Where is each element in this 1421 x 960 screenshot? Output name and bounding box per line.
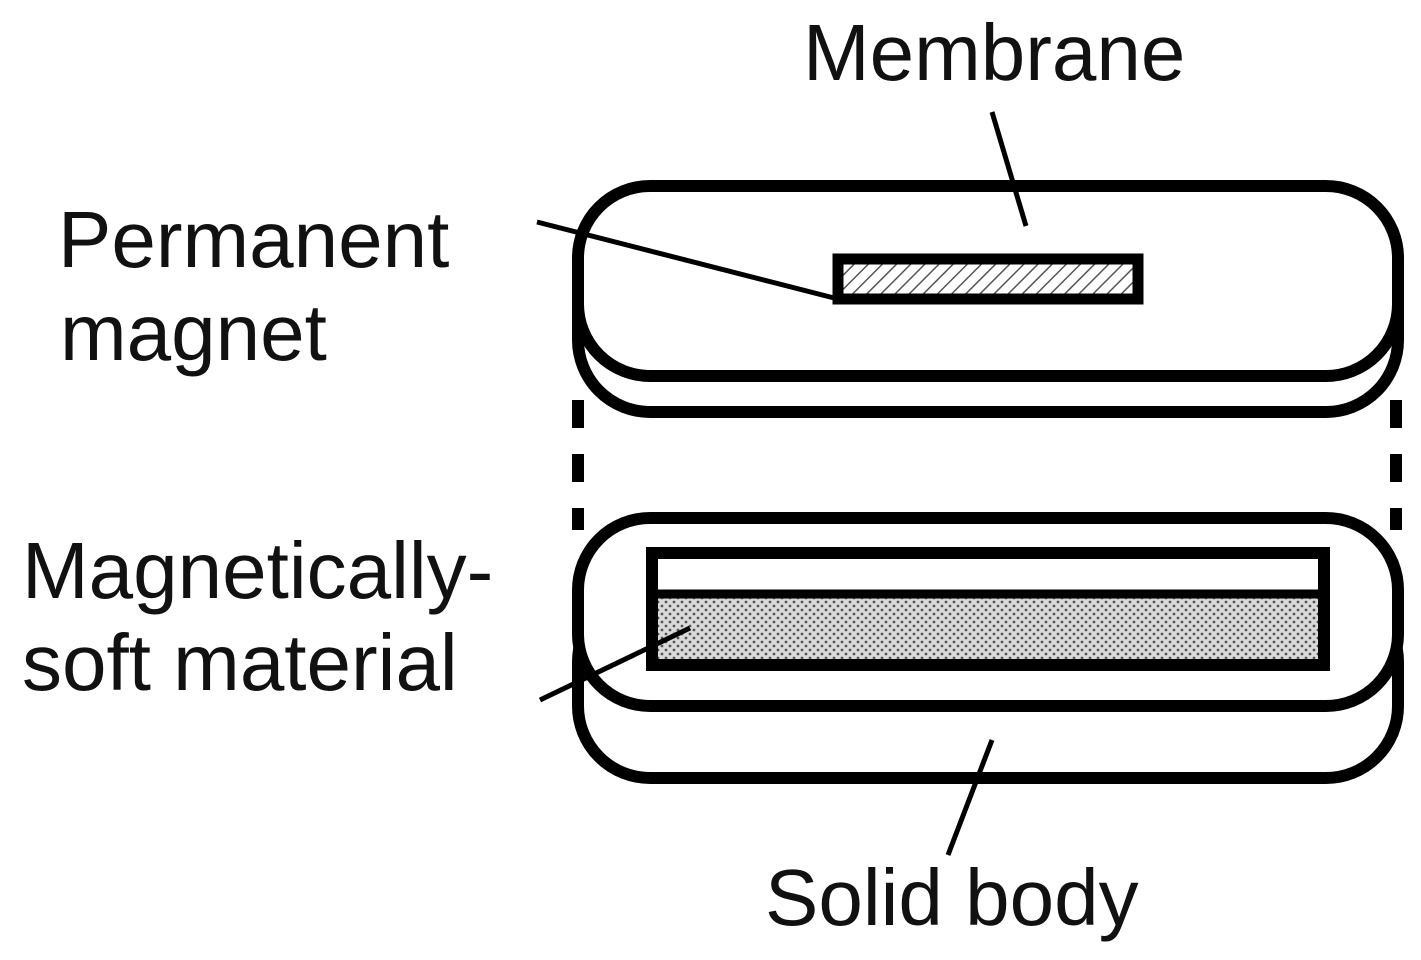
permanent-magnet-label-line1: Permanent bbox=[58, 195, 449, 284]
membrane-label: Membrane bbox=[803, 8, 1185, 97]
alignment-dashes bbox=[572, 400, 1402, 530]
membrane-leader-line bbox=[989, 111, 1029, 227]
permanent-magnet-leader-line bbox=[536, 219, 839, 302]
soft-material-label-line1: Magnetically- bbox=[22, 526, 493, 615]
labels: Membrane Permanent magnet Magnetically- … bbox=[22, 8, 1185, 942]
solid-body-assembly bbox=[572, 512, 1404, 784]
soft-material-leader-line bbox=[538, 625, 692, 703]
solid-body-label: Solid body bbox=[765, 853, 1139, 942]
soft-material-shape bbox=[658, 596, 1318, 659]
solid-body-leader-line bbox=[945, 739, 995, 856]
soft-material-label-line2: soft material bbox=[22, 618, 458, 707]
permanent-magnet-label-line2: magnet bbox=[60, 288, 327, 377]
permanent-magnet-shape bbox=[832, 253, 1144, 305]
membrane-assembly bbox=[572, 180, 1404, 418]
leader-lines bbox=[536, 111, 1029, 856]
